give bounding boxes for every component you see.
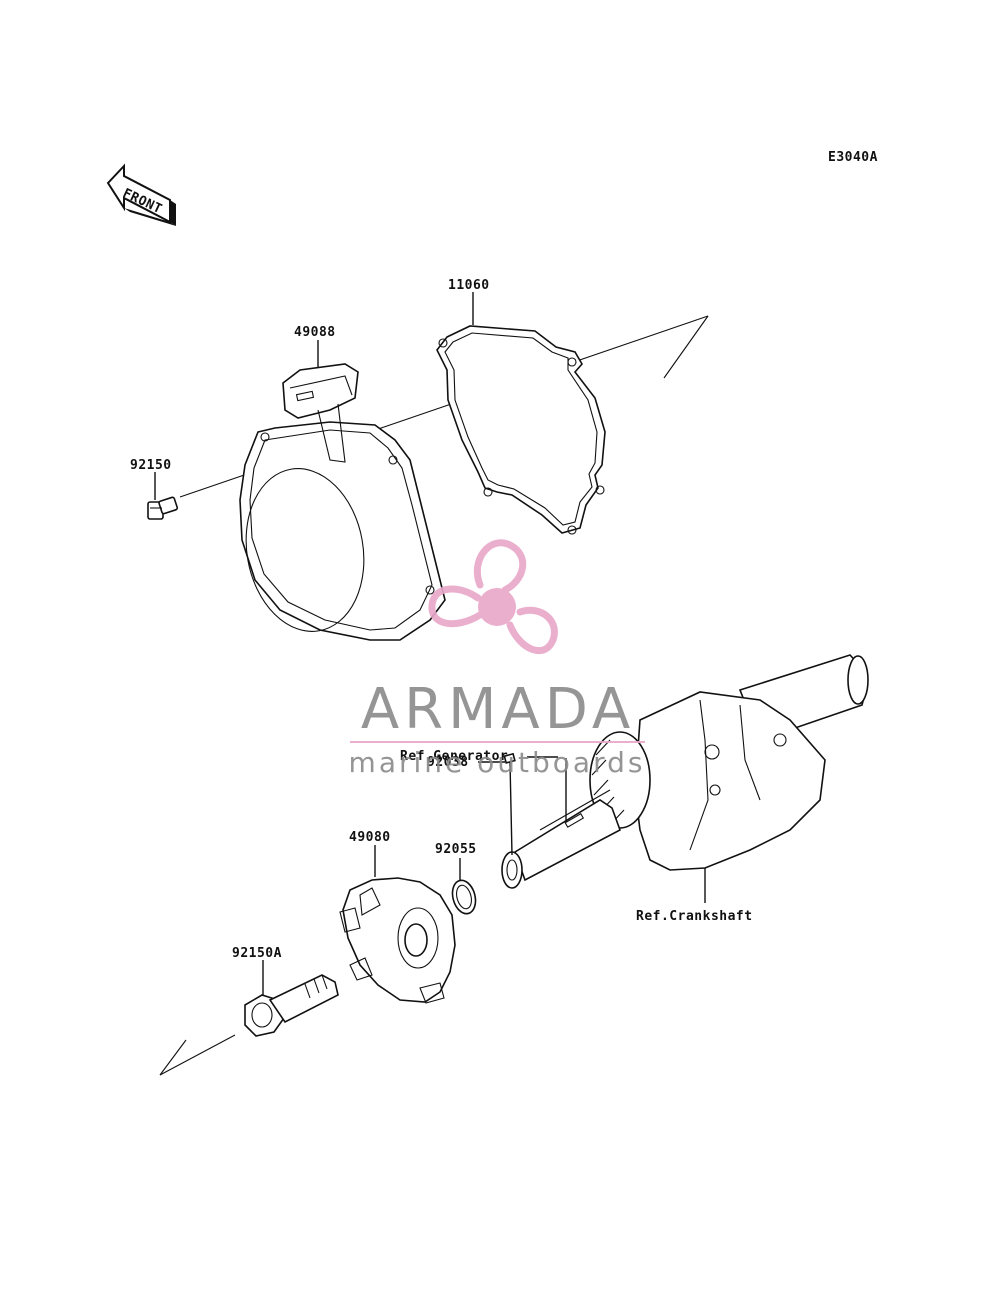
label-92150a: 92150A [232, 946, 282, 961]
label-ref-generator: Ref.Generator [400, 749, 508, 764]
center-line-upper-tick [663, 315, 709, 379]
label-49088: 49088 [294, 325, 336, 340]
center-line-lower [159, 1034, 236, 1076]
watermark-brand: ARMADA [361, 677, 635, 742]
front-arrow-icon: FRONT [106, 163, 176, 226]
bolt-92150 [147, 496, 179, 520]
key-92038 [503, 752, 516, 764]
watermark-tagline: marine outboards [349, 746, 646, 779]
propeller-logo-icon [428, 539, 558, 655]
label-49080: 49080 [349, 830, 391, 845]
crankshaft-ref [501, 654, 869, 889]
label-92055: 92055 [435, 842, 477, 857]
label-92038: 92038 [427, 755, 469, 770]
leader-lines [154, 292, 706, 995]
armada-watermark: ARMADA marine outboards [349, 539, 646, 779]
gasket-11060 [436, 325, 606, 535]
o-ring-92055 [451, 879, 477, 915]
label-92150: 92150 [130, 458, 172, 473]
label-ref-crankshaft: Ref.Crankshaft [636, 909, 753, 924]
recoil-starter-49088 [239, 363, 446, 641]
coupling-49080 [339, 877, 456, 1004]
diagram-code: E3040A [828, 150, 878, 165]
bolt-92150a [244, 974, 339, 1037]
center-line-lower-tick [159, 1039, 187, 1076]
label-11060: 11060 [448, 278, 490, 293]
